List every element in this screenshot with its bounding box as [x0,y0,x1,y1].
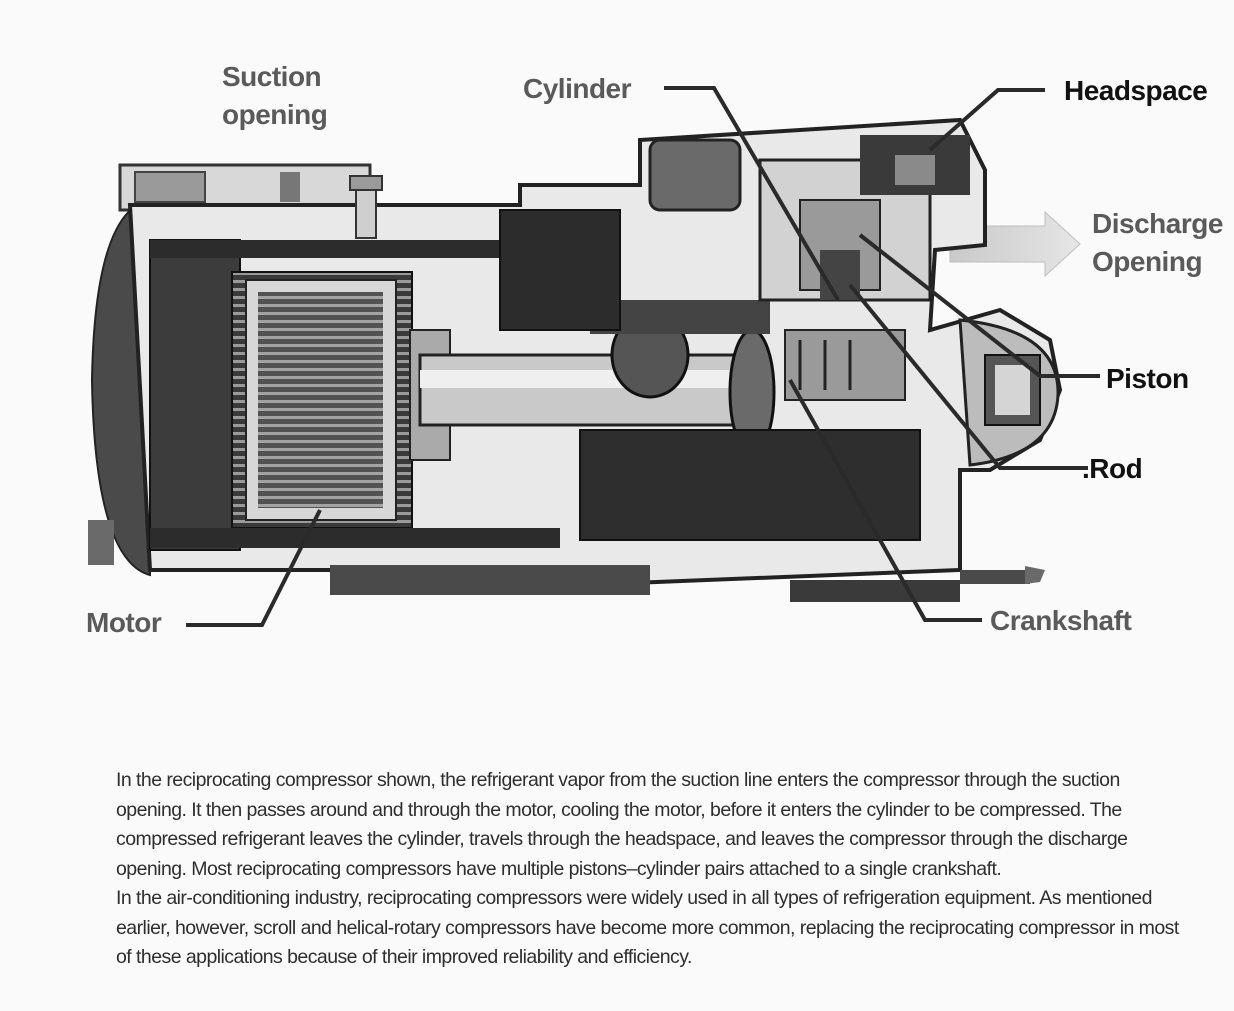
rod-leader [848,283,1088,470]
rod-label: .Rod [1082,453,1143,484]
cylinder-label: Cylinder [523,73,632,104]
cylinder-block [499,135,970,331]
suction-label-line1: Suction [222,61,322,92]
discharge-label-line1: Discharge [1092,208,1223,239]
piston-label: Piston [1106,363,1189,394]
cylinder-leader [664,86,840,302]
piston-bay [958,318,1060,584]
caption-text: In the reciprocating compressor shown, t… [116,766,1186,973]
suction-label-line2: opening [222,99,328,130]
headspace-label: Headspace [1064,75,1208,106]
crankshaft-label: Crankshaft [990,605,1132,636]
crankshaft-assembly [418,300,921,541]
leader-lines [186,86,1100,627]
caption-paragraph-1: In the reciprocating compressor shown, t… [116,769,1128,880]
headspace-leader [928,88,1045,152]
motor-label: Motor [86,607,162,638]
suction-opening-label: Suction opening [222,58,328,134]
crankshaft-leader [788,379,982,622]
motor-leader [186,509,322,627]
caption-paragraph-2: In the air-conditioning industry, recipr… [116,887,1179,968]
motor-assembly [149,239,560,551]
discharge-opening-label: Discharge Opening [1092,205,1223,281]
discharge-label-line2: Opening [1092,246,1203,277]
piston-leader [858,233,1100,378]
